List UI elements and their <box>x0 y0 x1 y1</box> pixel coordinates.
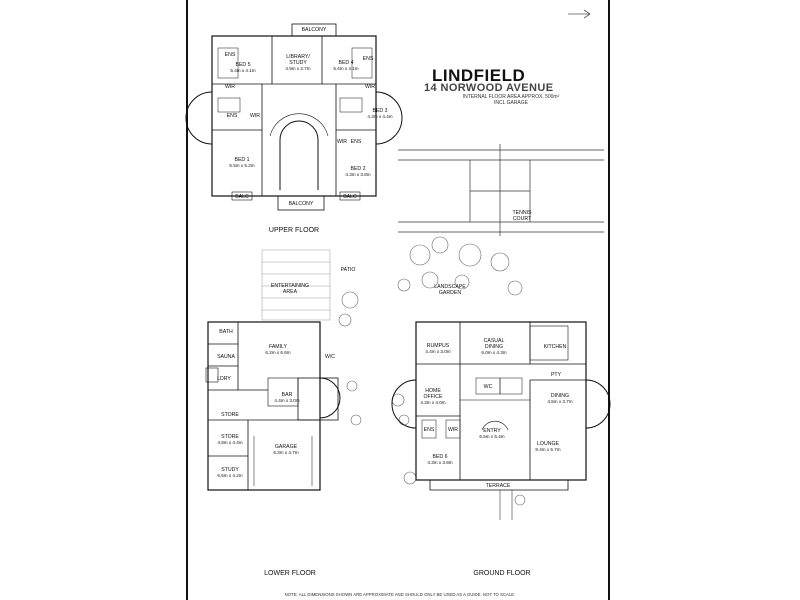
label-ens-b: ENS <box>363 56 374 62</box>
label-entertaining: ENTERTAINING <box>271 283 309 289</box>
label-wir-b: WIR <box>365 84 375 90</box>
label-family: FAMILY <box>269 344 288 350</box>
label-balc-right: BALC <box>343 194 357 200</box>
label-balcony-top: BALCONY <box>302 27 327 33</box>
label-garage: GARAGE <box>275 444 298 450</box>
ground-floor-plan <box>391 321 611 520</box>
property-address: 14 NORWOOD AVENUE <box>424 82 554 94</box>
label-ldry: LDRY <box>217 376 231 382</box>
label-bed5: BED 5 <box>236 62 251 68</box>
floor-area-line: INTERNAL FLOOR AREA APPROX. 500m² <box>462 94 560 100</box>
label-library: LIBRARY/ <box>286 54 310 60</box>
ground-floor-labels: RUMPUS 4.4m x 3.0m CASUAL DINING 6.0m x … <box>420 338 572 489</box>
label-bed4-dim: 5.4m x 4.1m <box>333 66 358 71</box>
upper-floor-title: UPPER FLOOR <box>269 227 319 234</box>
property-suburb: LINDFIELD <box>432 66 526 85</box>
ground-floor-title: GROUND FLOOR <box>473 570 530 577</box>
label-wir-c: WIR <box>337 139 347 145</box>
label-bed2: BED 2 <box>351 166 366 172</box>
label-bed6-dim: 4.3m x 3.8m <box>427 460 452 465</box>
label-area: AREA <box>283 289 298 295</box>
label-dining: DINING <box>551 393 569 399</box>
label-garden: GARDEN <box>439 290 461 296</box>
label-store-a: STORE <box>221 412 239 418</box>
label-wir-d: WIR <box>250 113 260 119</box>
north-arrow-icon <box>568 9 591 19</box>
floor-area-info: INTERNAL FLOOR AREA APPROX. 500m² INCL G… <box>456 94 566 106</box>
label-bar-dim: 4.4m x 3.0m <box>274 398 299 403</box>
label-wir-a: WIR <box>225 84 235 90</box>
upper-floor-labels: BALCONY BED 5 5.4m x 4.1m LIBRARY/ STUDY… <box>225 27 393 207</box>
label-lounge-dim: 8.4m x 5.7m <box>535 447 560 452</box>
label-terrace: TERRACE <box>486 483 511 489</box>
label-balc-left: BALC <box>235 194 249 200</box>
label-bar: BAR <box>282 392 293 398</box>
label-store-b: STORE <box>221 434 239 440</box>
label-dining-casual: DINING <box>485 344 503 350</box>
garage-line: INCL GARAGE <box>494 100 528 106</box>
lower-floor-labels: BATH SAUNA LDRY FAMILY 6.2m x 6.6m W/C B… <box>217 329 335 478</box>
label-bed1-dim: 5.5m x 5.2m <box>229 163 254 168</box>
label-kitchen: KITCHEN <box>544 344 567 350</box>
label-bed2-dim: 4.3m x 3.8m <box>345 172 370 177</box>
label-bath: BATH <box>219 329 233 335</box>
label-ens-c: ENS <box>351 139 362 145</box>
disclaimer-note: NOTE: ALL DIMENSIONS SHOWN ARE APPROXIMA… <box>284 592 516 597</box>
label-dining-dim: 4.5m x 3.7m <box>547 399 572 404</box>
label-study-lower-dim: 6.5m x 4.2m <box>217 473 242 478</box>
floor-plan-sheet <box>186 0 610 600</box>
lower-floor-plan <box>205 321 341 491</box>
label-office-dim: 4.3m x 4.0m <box>420 400 445 405</box>
label-rumpus: RUMPUS <box>427 343 450 349</box>
entertaining-deck <box>261 249 331 321</box>
label-landscape: LANDSCAPE <box>434 284 466 290</box>
label-casual: CASUAL <box>484 338 505 344</box>
label-wc-lower: W/C <box>325 354 335 360</box>
upper-floor-plan <box>185 23 403 211</box>
tennis-court-plan <box>398 144 604 236</box>
label-bed6: BED 6 <box>433 454 448 460</box>
label-family-dim: 6.2m x 6.6m <box>265 350 290 355</box>
site-labels: TENNIS COURT LANDSCAPE GARDEN PATIO ENTE… <box>271 210 532 296</box>
label-garage-dim: 6.3m x 4.7m <box>273 450 298 455</box>
label-bed3: BED 3 <box>373 108 388 114</box>
label-library-dim: 4.9m x 2.7m <box>285 66 310 71</box>
north-arrow <box>568 9 591 19</box>
label-study-lower: STUDY <box>221 467 239 473</box>
label-pty: PTY <box>551 372 562 378</box>
label-entry: ENTRY <box>483 428 501 434</box>
label-entry-dim: 6.5m x 5.4m <box>479 434 504 439</box>
label-casual-dim: 6.0m x 4.3m <box>481 350 506 355</box>
label-sauna: SAUNA <box>217 354 235 360</box>
label-home: HOME <box>425 388 441 394</box>
label-ens-a: ENS <box>225 52 236 58</box>
label-patio: PATIO <box>341 267 356 273</box>
landscape-garden <box>338 236 526 506</box>
label-study-upper: STUDY <box>289 60 307 66</box>
label-store-b-dim: 4.8m x 4.4m <box>217 440 242 445</box>
label-bed4: BED 4 <box>339 60 354 66</box>
label-bed5-dim: 5.4m x 4.1m <box>230 68 255 73</box>
label-bed3-dim: 4.3m x 4.4m <box>367 114 392 119</box>
lower-floor-title: LOWER FLOOR <box>264 570 316 577</box>
label-office: OFFICE <box>423 394 443 400</box>
label-tennis: TENNIS <box>512 210 532 216</box>
label-ens-ground: ENS <box>424 427 435 433</box>
label-balcony-bottom: BALCONY <box>289 201 314 207</box>
label-court: COURT <box>513 216 532 222</box>
label-ens-d: ENS <box>227 113 238 119</box>
label-wc-ground: WC <box>484 384 493 390</box>
label-wir-ground: WIR <box>448 427 458 433</box>
label-lounge: LOUNGE <box>537 441 559 447</box>
label-bed1: BED 1 <box>235 157 250 163</box>
label-rumpus-dim: 4.4m x 3.0m <box>425 349 450 354</box>
floor-titles: UPPER FLOOR LOWER FLOOR GROUND FLOOR <box>264 227 530 577</box>
